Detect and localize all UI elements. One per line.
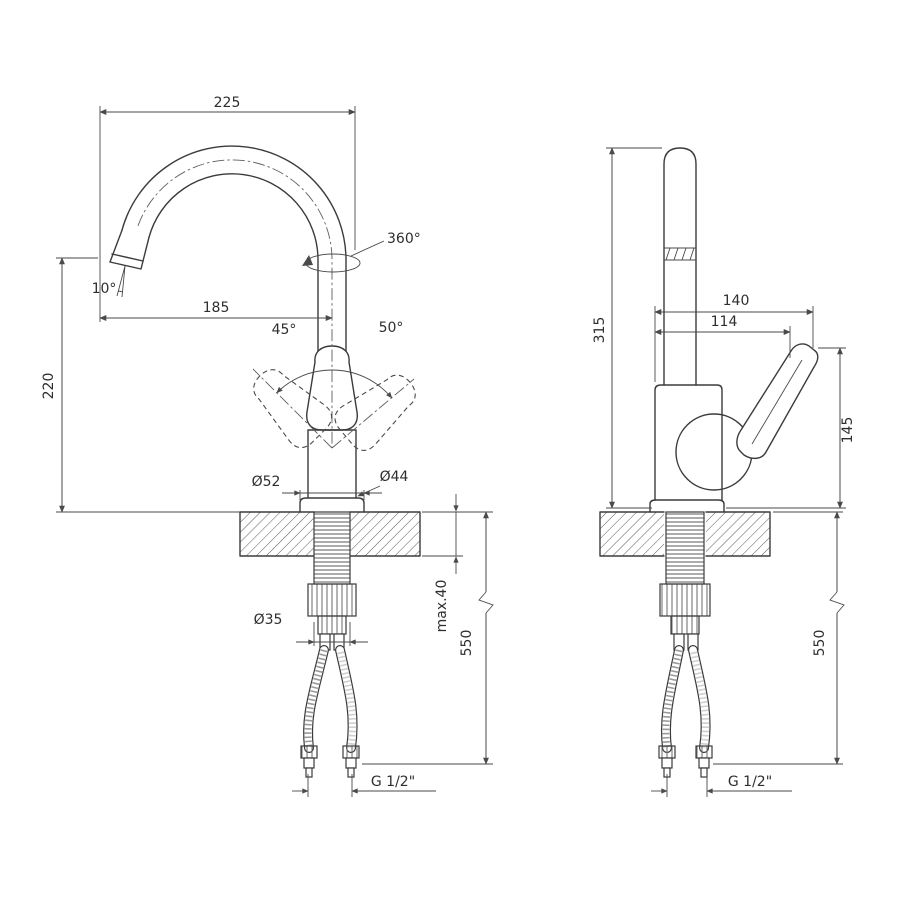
countertop-outline <box>599 511 771 557</box>
faucet-body-front <box>654 384 723 501</box>
hose-end-nipple-left <box>305 767 313 778</box>
swivel-leader <box>350 240 385 257</box>
hose-end-crimp-right <box>342 745 360 759</box>
dim-tilt-left-label: 45° <box>272 322 297 338</box>
aerator-line <box>111 253 144 262</box>
spout-outlet <box>109 229 150 270</box>
side-view: 225 360° 10° 185 45° 50° 220 <box>41 95 494 797</box>
spout-outer-curve <box>121 145 347 431</box>
dim-spout-width-label: 225 <box>214 95 241 111</box>
hose-left-braid <box>304 649 328 749</box>
body-sides <box>307 429 357 499</box>
spout-outline <box>109 145 347 431</box>
dim-total-height-label: 315 <box>592 317 608 344</box>
dim-hose-length-label: 550 <box>459 630 475 657</box>
dim-lever-height-label: 145 <box>840 417 856 444</box>
front-view: 315 140 114 145 550 G 1/2" <box>592 147 856 797</box>
hose-right-core <box>336 646 357 752</box>
dim-outlet-angle-label: 10° <box>92 281 117 297</box>
break-symbol <box>829 591 845 614</box>
ext-225 <box>99 106 356 322</box>
centerlines-side <box>137 159 415 449</box>
dim-base-diameter-label: Ø52 <box>252 474 281 490</box>
dim-overall-width-label: 140 <box>723 293 750 309</box>
hose-end-nut-right <box>698 757 710 769</box>
dim-width-to-handle-label: 114 <box>711 314 738 330</box>
hose-adapter <box>670 615 700 635</box>
riser-pipe <box>663 147 697 386</box>
dim-shank-diameter-label: Ø35 <box>254 612 283 628</box>
countertop-hatch-left <box>600 512 664 556</box>
countertop-hatch-right <box>350 512 420 556</box>
dimensions-side: 225 360° 10° 185 45° 50° 220 <box>41 95 494 797</box>
tilt-left-centerline <box>252 368 333 449</box>
hose-end-crimp-right <box>695 745 713 759</box>
dimensions-front: 315 140 114 145 550 G 1/2" <box>592 147 856 797</box>
hose-end-crimp-left <box>300 745 318 759</box>
dim-thread-label: G 1/2" <box>728 774 772 790</box>
spout-centerline <box>137 159 333 448</box>
dim-body-diameter-label: Ø44 <box>380 469 409 485</box>
tilt-right-centerline <box>331 378 415 449</box>
countertop-front <box>599 511 771 557</box>
d44-leader <box>357 485 381 497</box>
hose-end-nipple-right <box>347 767 355 778</box>
mounting-nut <box>307 583 357 617</box>
dim-swivel-label: 360° <box>387 231 421 247</box>
swivel-arrowhead-icon <box>302 255 313 266</box>
ext-550 <box>713 511 843 765</box>
hose-end-nut-left <box>303 757 315 769</box>
lever-detail-line <box>751 359 803 445</box>
countertop-side <box>239 511 421 557</box>
dim-outlet-height-label: 220 <box>41 373 57 400</box>
hoses-front <box>658 633 713 778</box>
tilt-right-arc <box>331 369 393 399</box>
dim-tilt-right-label: 50° <box>379 320 404 336</box>
swivel-ellipse <box>305 253 361 273</box>
break-symbol <box>478 591 494 614</box>
hose-end-nut-left <box>661 757 673 769</box>
countertop-hatch-left <box>240 512 314 556</box>
mounting-front <box>659 511 711 635</box>
base-flange-front <box>649 499 725 513</box>
faucet-body-side <box>299 429 365 513</box>
dim-deck-thickness-label: max.40 <box>434 580 450 633</box>
dim-spout-reach-label: 185 <box>203 300 230 316</box>
threaded-shank <box>665 511 705 585</box>
pipe-collar <box>664 247 696 261</box>
hose-end-nut-right <box>345 757 357 769</box>
mounting-side <box>307 511 357 635</box>
hose-left-braid <box>662 649 683 749</box>
lever-handle-tilt-left-ghost <box>253 369 333 449</box>
hose-right-core <box>689 646 710 752</box>
hose-adapter <box>317 615 347 635</box>
ext-g12 <box>307 774 353 797</box>
mounting-nut <box>659 583 711 617</box>
lever-handle-tilt-right-ghost <box>334 374 416 451</box>
dim-hose-length-label: 550 <box>812 630 828 657</box>
threaded-shank <box>313 511 351 585</box>
ext-315 <box>606 147 662 509</box>
hoses-side <box>300 633 360 778</box>
countertop-outline <box>239 511 421 557</box>
outlet-angle-arc <box>117 290 124 293</box>
dim-thread-label: G 1/2" <box>371 774 415 790</box>
spout-inner-curve <box>148 173 319 431</box>
hose-end-crimp-left <box>658 745 676 759</box>
hose-end-nipple-right <box>700 767 708 778</box>
ext-220 <box>56 257 240 513</box>
countertop-hatch-right <box>706 512 770 556</box>
tilt-left-arc <box>276 369 333 394</box>
outlet-angle-lines <box>116 265 126 298</box>
base-flange <box>299 497 365 513</box>
